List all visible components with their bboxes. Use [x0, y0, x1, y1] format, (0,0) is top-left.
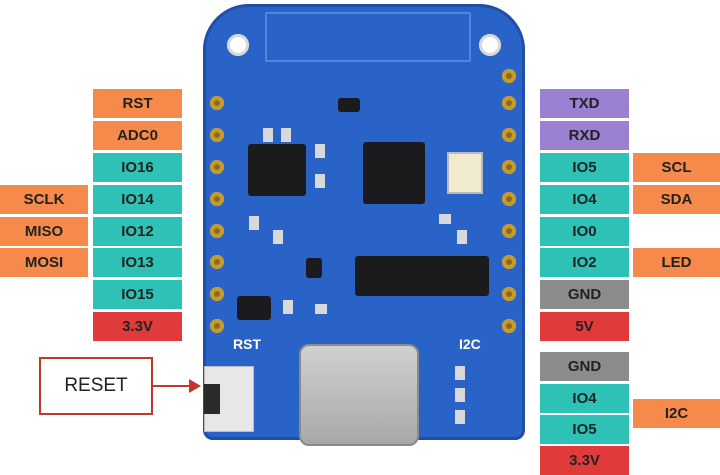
function-label-sda: SDA — [633, 185, 720, 214]
flash-chip — [248, 144, 306, 196]
usb-serial-chip — [355, 256, 489, 296]
smd-component — [457, 230, 467, 244]
pin-label-adc0: ADC0 — [93, 121, 182, 150]
header-pad — [210, 128, 224, 142]
esp8266-chip — [363, 142, 425, 204]
mounting-hole-left — [227, 34, 249, 56]
pin-label-io15: IO15 — [93, 280, 182, 309]
header-pad — [210, 224, 224, 238]
circuit-board: RST I2C — [203, 4, 525, 446]
silkscreen-rst: RST — [233, 336, 261, 352]
i2c-pin-label-3v3: 3.3V — [540, 446, 629, 475]
pin-label-5v: 5V — [540, 312, 629, 341]
header-pad — [210, 192, 224, 206]
function-label-scl: SCL — [633, 153, 720, 182]
function-label-led: LED — [633, 248, 720, 277]
pin-label-io0: IO0 — [540, 217, 629, 246]
pin-label-io2: IO2 — [540, 248, 629, 277]
pin-label-rst: RST — [93, 89, 182, 118]
i2c-pin-label-io5: IO5 — [540, 415, 629, 444]
reset-button-knob — [204, 384, 220, 414]
header-pad — [502, 128, 516, 142]
i2c-connector-pin — [455, 410, 465, 424]
pin-label-io5: IO5 — [540, 153, 629, 182]
smd-component — [273, 230, 283, 244]
mounting-hole-right — [479, 34, 501, 56]
header-pad — [502, 255, 516, 269]
small-chip — [338, 98, 360, 112]
function-label-mosi: MOSI — [0, 248, 88, 277]
silkscreen-i2c: I2C — [459, 336, 481, 352]
pin-label-io16: IO16 — [93, 153, 182, 182]
pin-label-rxd: RXD — [540, 121, 629, 150]
i2c-pin-label-io4: IO4 — [540, 384, 629, 413]
reset-callout: RESET — [39, 357, 153, 415]
regulator-chip — [237, 296, 271, 320]
reset-arrow-line — [153, 385, 191, 387]
header-pad — [502, 319, 516, 333]
smd-component — [315, 304, 327, 314]
pin-label-3v3-left: 3.3V — [93, 312, 182, 341]
pin-label-io12: IO12 — [93, 217, 182, 246]
smd-component — [315, 174, 325, 188]
smd-component — [283, 300, 293, 314]
usb-c-port — [299, 344, 419, 446]
function-label-i2c: I2C — [633, 399, 720, 428]
header-pad — [210, 319, 224, 333]
header-pad — [210, 255, 224, 269]
header-pad — [502, 160, 516, 174]
smd-component — [315, 144, 325, 158]
smd-component — [281, 128, 291, 142]
header-pad — [502, 192, 516, 206]
header-pad — [502, 69, 516, 83]
header-pad — [210, 287, 224, 301]
header-pad — [502, 96, 516, 110]
pin-label-io4: IO4 — [540, 185, 629, 214]
pin-label-txd: TXD — [540, 89, 629, 118]
header-pad — [502, 224, 516, 238]
pin-label-io14: IO14 — [93, 185, 182, 214]
pin-label-gnd-right: GND — [540, 280, 629, 309]
header-pad — [210, 160, 224, 174]
header-pad — [210, 96, 224, 110]
crystal — [447, 152, 483, 194]
header-pad — [502, 287, 516, 301]
smd-component — [439, 214, 451, 224]
transistor — [306, 258, 322, 278]
i2c-connector-pin — [455, 366, 465, 380]
function-label-sclk: SCLK — [0, 185, 88, 214]
i2c-pin-label-gnd: GND — [540, 352, 629, 381]
pcb-antenna — [265, 12, 471, 62]
function-label-miso: MISO — [0, 217, 88, 246]
smd-component — [263, 128, 273, 142]
i2c-connector-pin — [455, 388, 465, 402]
smd-component — [249, 216, 259, 230]
reset-arrow-head — [189, 379, 201, 393]
pin-label-io13: IO13 — [93, 248, 182, 277]
